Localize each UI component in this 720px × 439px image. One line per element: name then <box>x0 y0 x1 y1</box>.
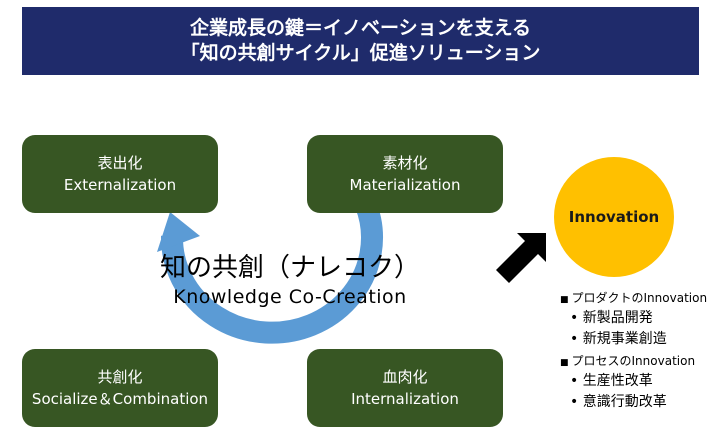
title-line-2: 「知の共創サイクル」促進ソリューション <box>180 42 541 64</box>
title-banner: 企業成長の鍵＝イノベーションを支える 「知の共創サイクル」促進ソリューション <box>22 7 699 75</box>
externalization-en: Externalization <box>63 176 177 194</box>
big-arrow-icon <box>496 233 546 283</box>
socialization-en: Socialize＆Combination <box>31 390 209 408</box>
socialization-box: 共創化 Socialize＆Combination <box>22 349 218 427</box>
materialization-en: Materialization <box>349 176 461 194</box>
innovation-circle: Innovation <box>554 157 674 277</box>
externalization-jp: 表出化 <box>97 154 143 172</box>
center-label: 知の共創（ナレコク） Knowledge Co-Creation <box>140 252 440 310</box>
list-item: • 生産性改革 <box>570 373 653 389</box>
list-item-text: 意識行動改革 <box>582 394 667 410</box>
square-bullet-icon: ■ <box>560 295 569 305</box>
list-item-text: 生産性改革 <box>582 373 653 389</box>
externalization-box: 表出化 Externalization <box>22 135 218 213</box>
title-line-1: 企業成長の鍵＝イノベーションを支える <box>189 17 532 39</box>
list-item-text: 新製品開発 <box>582 310 653 326</box>
list-item: • 新規事業創造 <box>570 331 667 347</box>
innovation-bullets: ■プロダクトのInnovation • 新製品開発 • 新規事業創造 ■プロセス… <box>560 291 720 413</box>
internalization-box: 血肉化 Internalization <box>307 349 503 427</box>
list-item: • 意識行動改革 <box>570 394 667 410</box>
socialization-jp: 共創化 <box>97 368 143 386</box>
center-label-jp: 知の共創（ナレコク） <box>159 253 420 283</box>
innovation-label: Innovation <box>568 208 660 226</box>
materialization-jp: 素材化 <box>382 154 428 172</box>
internalization-jp: 血肉化 <box>382 368 428 386</box>
product-heading-text: プロダクトのInnovation <box>571 291 708 305</box>
process-heading-text: プロセスのInnovation <box>571 354 696 368</box>
center-label-en: Knowledge Co-Creation <box>173 286 407 308</box>
product-innovation-heading: ■プロダクトのInnovation <box>560 291 720 308</box>
list-item: • 新製品開発 <box>570 310 653 326</box>
list-item-text: 新規事業創造 <box>582 331 667 347</box>
materialization-box: 素材化 Materialization <box>307 135 503 213</box>
internalization-en: Internalization <box>351 390 459 408</box>
square-bullet-icon: ■ <box>560 358 569 368</box>
process-innovation-heading: ■プロセスのInnovation <box>560 354 720 371</box>
